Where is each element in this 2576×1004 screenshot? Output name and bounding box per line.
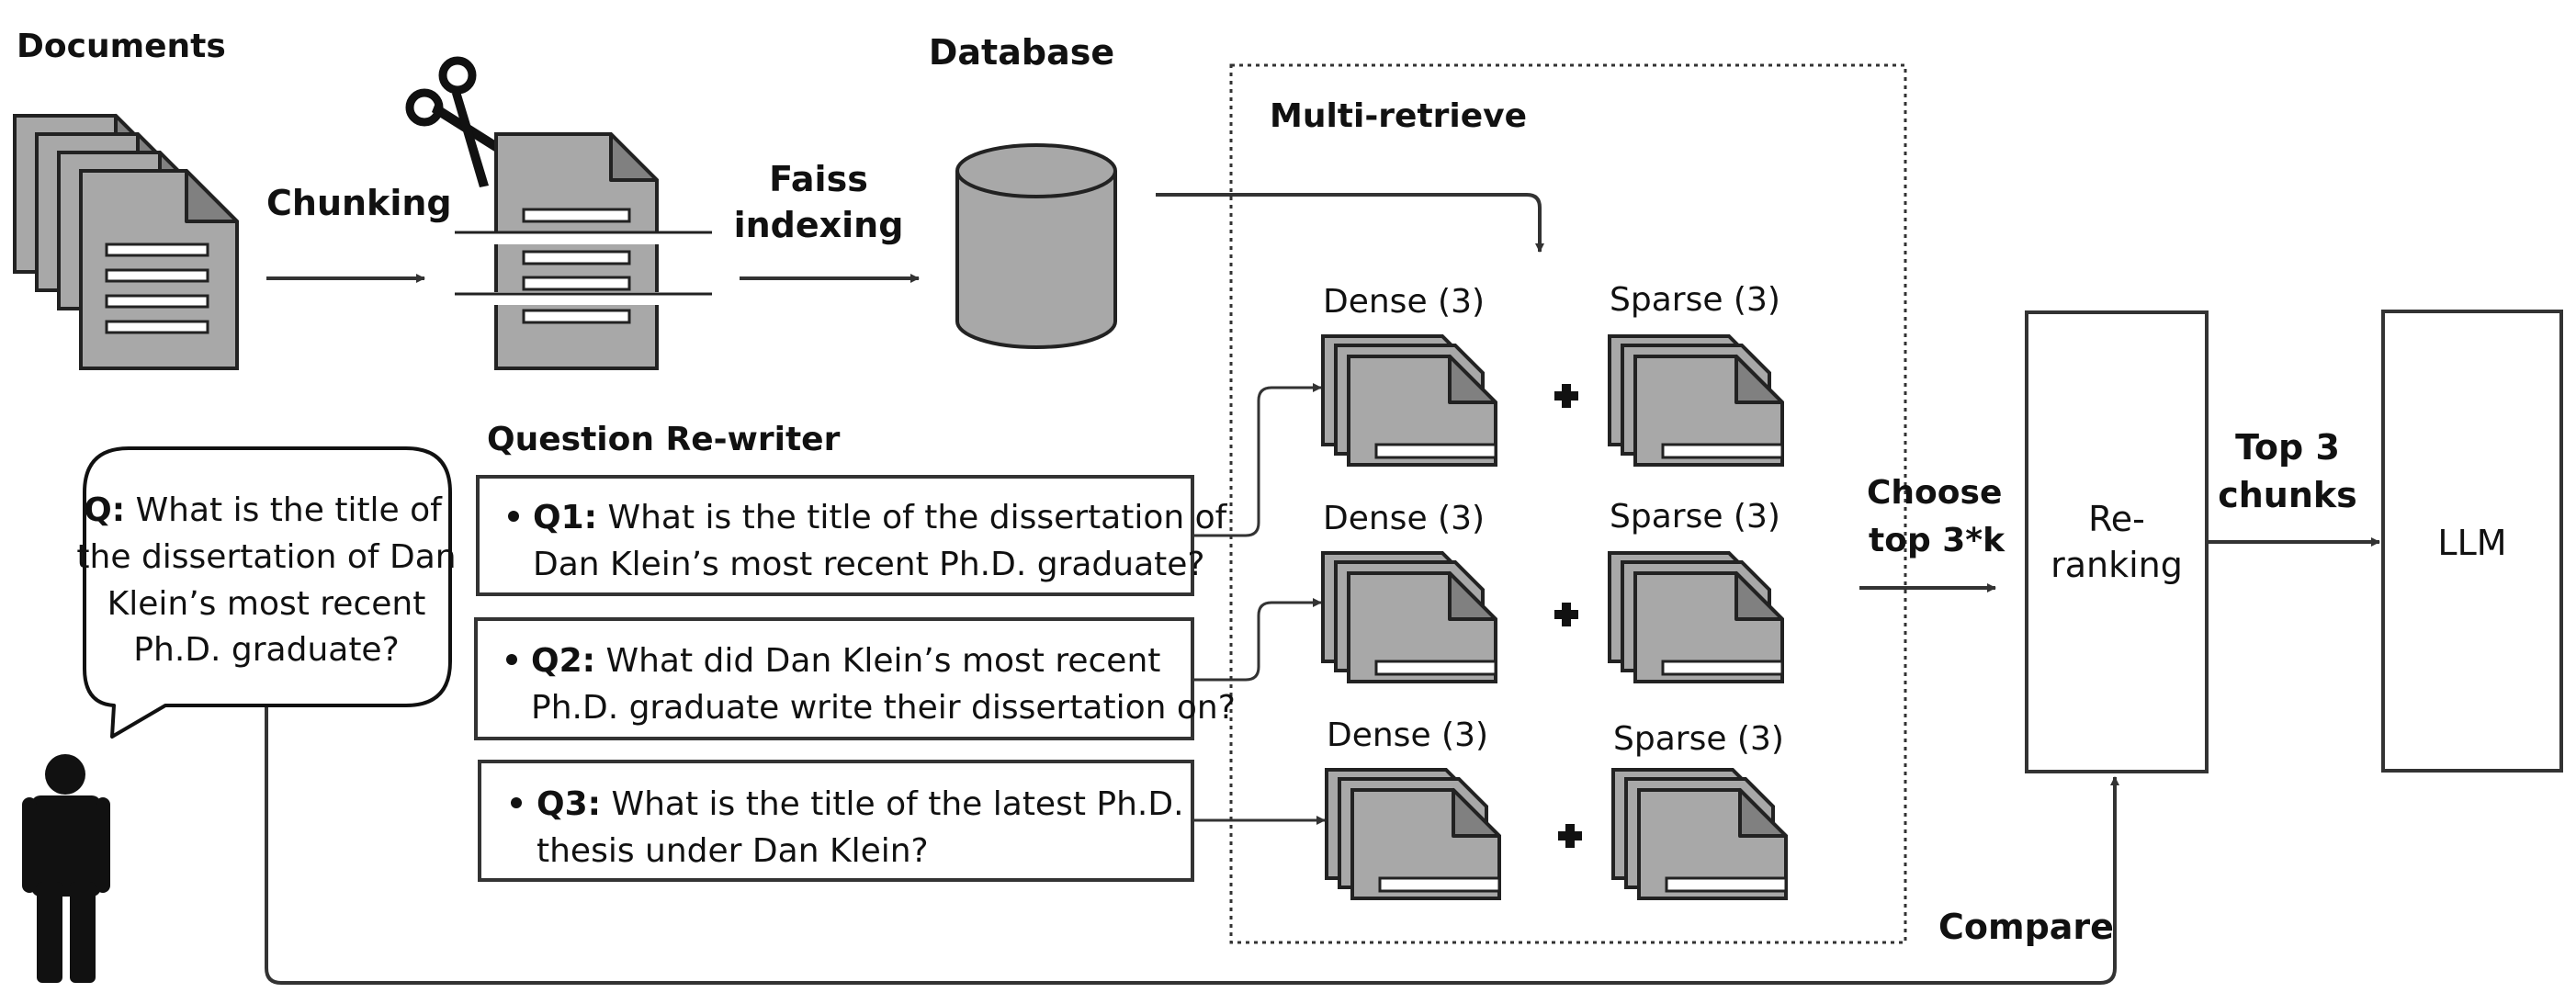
faiss-label-line2: indexing bbox=[734, 205, 904, 245]
sparse-docs-icon bbox=[1610, 553, 1782, 682]
plus-icon bbox=[1554, 603, 1578, 626]
q2-to-dense-arrow bbox=[1194, 598, 1322, 682]
compare-label: Compare bbox=[1938, 907, 2114, 947]
rewrite-box-q1: Q1: What is the title of the dissertatio… bbox=[476, 475, 1228, 596]
rewrite-box-q3: Q3: What is the title of the latest Ph.D… bbox=[478, 760, 1194, 882]
bullet-icon bbox=[511, 797, 522, 808]
rewrite-label: Q3: bbox=[537, 785, 601, 823]
llm-box: LLM bbox=[2381, 310, 2563, 773]
svg-text:Q3: What is the title of the l: Q3: What is the title of the latest Ph.D… bbox=[537, 785, 1184, 823]
reranking-box: Re- ranking bbox=[2025, 310, 2209, 773]
chunking-label: Chunking bbox=[266, 183, 452, 223]
sparse-label: Sparse (3) bbox=[1610, 498, 1780, 536]
sparse-label: Sparse (3) bbox=[1610, 281, 1780, 319]
user-question-bubble: Q: What is the title of the dissertation… bbox=[76, 446, 457, 739]
documents-stack-icon bbox=[13, 114, 239, 370]
user-question-text: What is the title of bbox=[125, 491, 443, 529]
retrieval-row-1: Dense (3) Sparse (3) bbox=[1323, 281, 1782, 465]
retrieval-row-2: Dense (3) Sparse (3) bbox=[1323, 498, 1782, 682]
sparse-label: Sparse (3) bbox=[1613, 720, 1784, 758]
retrieval-row-3: Dense (3) Sparse (3) bbox=[1327, 716, 1786, 898]
top3-label-line1: Top 3 bbox=[2235, 427, 2340, 468]
user-icon bbox=[22, 754, 110, 983]
q1-to-dense-arrow bbox=[1194, 383, 1322, 537]
rewrite-text: Dan Klein’s most recent Ph.D. graduate? bbox=[533, 546, 1205, 583]
scissors-icon bbox=[405, 56, 505, 187]
compare-connector bbox=[265, 707, 2119, 985]
top3-label-line2: chunks bbox=[2218, 475, 2357, 515]
dense-label: Dense (3) bbox=[1327, 716, 1488, 754]
rewrite-label: Q1: bbox=[533, 499, 597, 536]
llm-label: LLM bbox=[2437, 523, 2506, 563]
dense-label: Dense (3) bbox=[1323, 283, 1485, 321]
reranking-label-line1: Re- bbox=[2088, 499, 2145, 539]
reranking-label-line2: ranking bbox=[2051, 545, 2183, 585]
dense-docs-icon bbox=[1323, 553, 1496, 682]
user-question-text: the dissertation of Dan bbox=[76, 538, 456, 576]
sparse-docs-icon bbox=[1610, 336, 1782, 465]
user-question-text: Ph.D. graduate? bbox=[133, 631, 399, 669]
dense-docs-icon bbox=[1323, 336, 1496, 465]
rewrite-text: What is the title of the latest Ph.D. bbox=[601, 785, 1183, 823]
choose-label-line2: top 3*k bbox=[1869, 522, 2005, 559]
rewrite-box-q2: Q2: What did Dan Klein’s most recent Ph.… bbox=[474, 617, 1236, 740]
dense-docs-icon bbox=[1327, 770, 1499, 898]
database-to-retrieve-arrow bbox=[1156, 193, 1544, 253]
choose-label-line1: Choose bbox=[1867, 474, 2002, 512]
dense-label: Dense (3) bbox=[1323, 500, 1485, 537]
sparse-docs-icon bbox=[1613, 770, 1786, 898]
faiss-label-line1: Faiss bbox=[769, 159, 868, 199]
svg-text:Q2: What did Dan Klein’s most: Q2: What did Dan Klein’s most recent bbox=[531, 642, 1160, 680]
plus-icon bbox=[1554, 384, 1578, 408]
plus-icon bbox=[1558, 824, 1582, 848]
rewrite-text: What is the title of the dissertation of bbox=[597, 499, 1228, 536]
multi-retrieve-box bbox=[1229, 63, 1907, 944]
rewrite-text: thesis under Dan Klein? bbox=[537, 832, 929, 870]
rewrite-text: What did Dan Klein’s most recent bbox=[595, 642, 1160, 680]
svg-text:Q: What is the title of: Q: What is the title of bbox=[84, 491, 443, 529]
svg-text:Q1: What is the title of the d: Q1: What is the title of the dissertatio… bbox=[533, 499, 1228, 536]
user-question-text: Klein’s most recent bbox=[107, 585, 426, 623]
database-label: Database bbox=[929, 32, 1114, 73]
database-icon bbox=[955, 143, 1117, 349]
bullet-icon bbox=[508, 511, 519, 522]
rewrite-text: Ph.D. graduate write their dissertation … bbox=[531, 689, 1236, 727]
documents-label: Documents bbox=[17, 28, 226, 65]
question-rewriter-label: Question Re-writer bbox=[487, 421, 841, 458]
rewrite-label: Q2: bbox=[531, 642, 595, 680]
multi-retrieve-label: Multi-retrieve bbox=[1270, 97, 1527, 135]
user-question-label: Q: bbox=[84, 491, 125, 529]
bullet-icon bbox=[506, 654, 517, 665]
chunked-document-icon bbox=[450, 132, 707, 370]
